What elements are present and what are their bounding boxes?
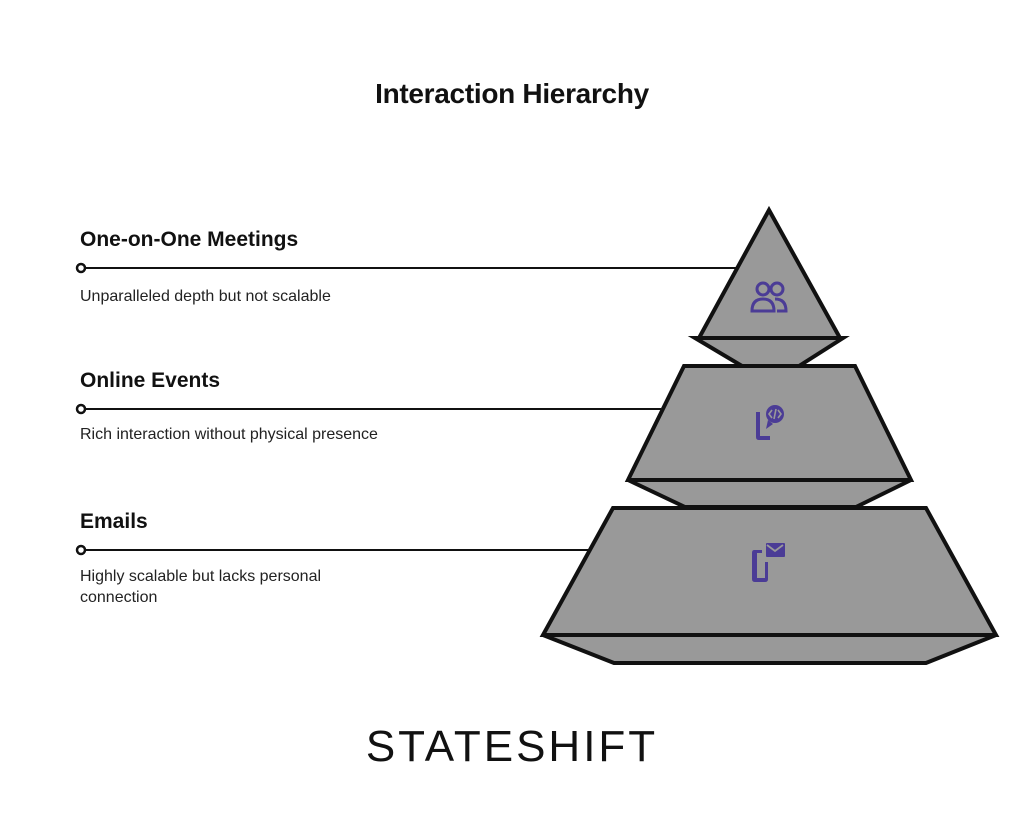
level-2-heading: Online Events <box>80 369 221 392</box>
tier-1-one-on-one <box>695 205 844 340</box>
stateshift-logo: STATESHIFT <box>365 722 659 771</box>
people-icon <box>750 281 788 313</box>
phone-mail-icon <box>752 543 785 582</box>
tier-1-base <box>687 336 850 368</box>
level-1-description: Unparalleled depth but not scalable <box>80 288 331 305</box>
level-2-description: Rich interaction without physical presen… <box>80 426 378 443</box>
phone-code-chat-icon <box>756 405 784 440</box>
tier-3-emails <box>539 506 1000 637</box>
level-1-heading: One-on-One Meetings <box>80 228 299 251</box>
diagram-title: Interaction Hierarchy <box>375 78 649 109</box>
level-3-heading: Emails <box>80 510 148 533</box>
connector-dot-1 <box>75 262 87 274</box>
connector-dot-2 <box>75 403 87 415</box>
tier-3-base <box>542 633 997 665</box>
tier-2-base <box>627 478 912 509</box>
level-3-description: Highly scalable but lacks personal conne… <box>80 568 322 606</box>
connector-dot-3 <box>75 544 87 556</box>
